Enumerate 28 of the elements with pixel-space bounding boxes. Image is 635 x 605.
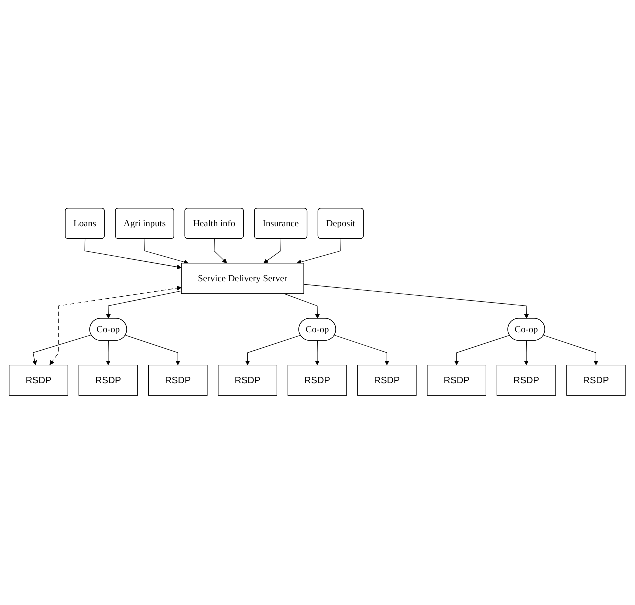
- node-box: RSDP: [148, 365, 208, 396]
- node-box: RSDP: [358, 365, 417, 396]
- arrow: [50, 286, 182, 366]
- arrow: [84, 239, 182, 270]
- arrow: [296, 239, 342, 266]
- arrow: [125, 336, 181, 366]
- node-box: Service Delivery Server: [181, 264, 304, 295]
- node-box: RSDP: [566, 365, 626, 396]
- node-box: RSDP: [427, 365, 486, 396]
- arrow: [106, 341, 111, 366]
- node-box: RSDP: [78, 365, 138, 396]
- arrow: [284, 294, 320, 320]
- node-box: RSDP: [218, 365, 278, 396]
- arrow: [454, 336, 510, 366]
- arrow: [32, 335, 92, 366]
- node-box: RSDP: [496, 365, 556, 396]
- arrow: [106, 291, 182, 320]
- arrow: [144, 239, 189, 266]
- arrow: [304, 284, 530, 320]
- arrow: [264, 239, 282, 264]
- arrow: [543, 336, 599, 366]
- arrow: [245, 336, 302, 366]
- node-box: RSDP: [9, 365, 68, 396]
- arrow: [524, 341, 529, 366]
- arrow: [315, 341, 320, 366]
- arrow: [214, 239, 228, 264]
- node-box: RSDP: [288, 365, 348, 396]
- arrow: [334, 336, 390, 366]
